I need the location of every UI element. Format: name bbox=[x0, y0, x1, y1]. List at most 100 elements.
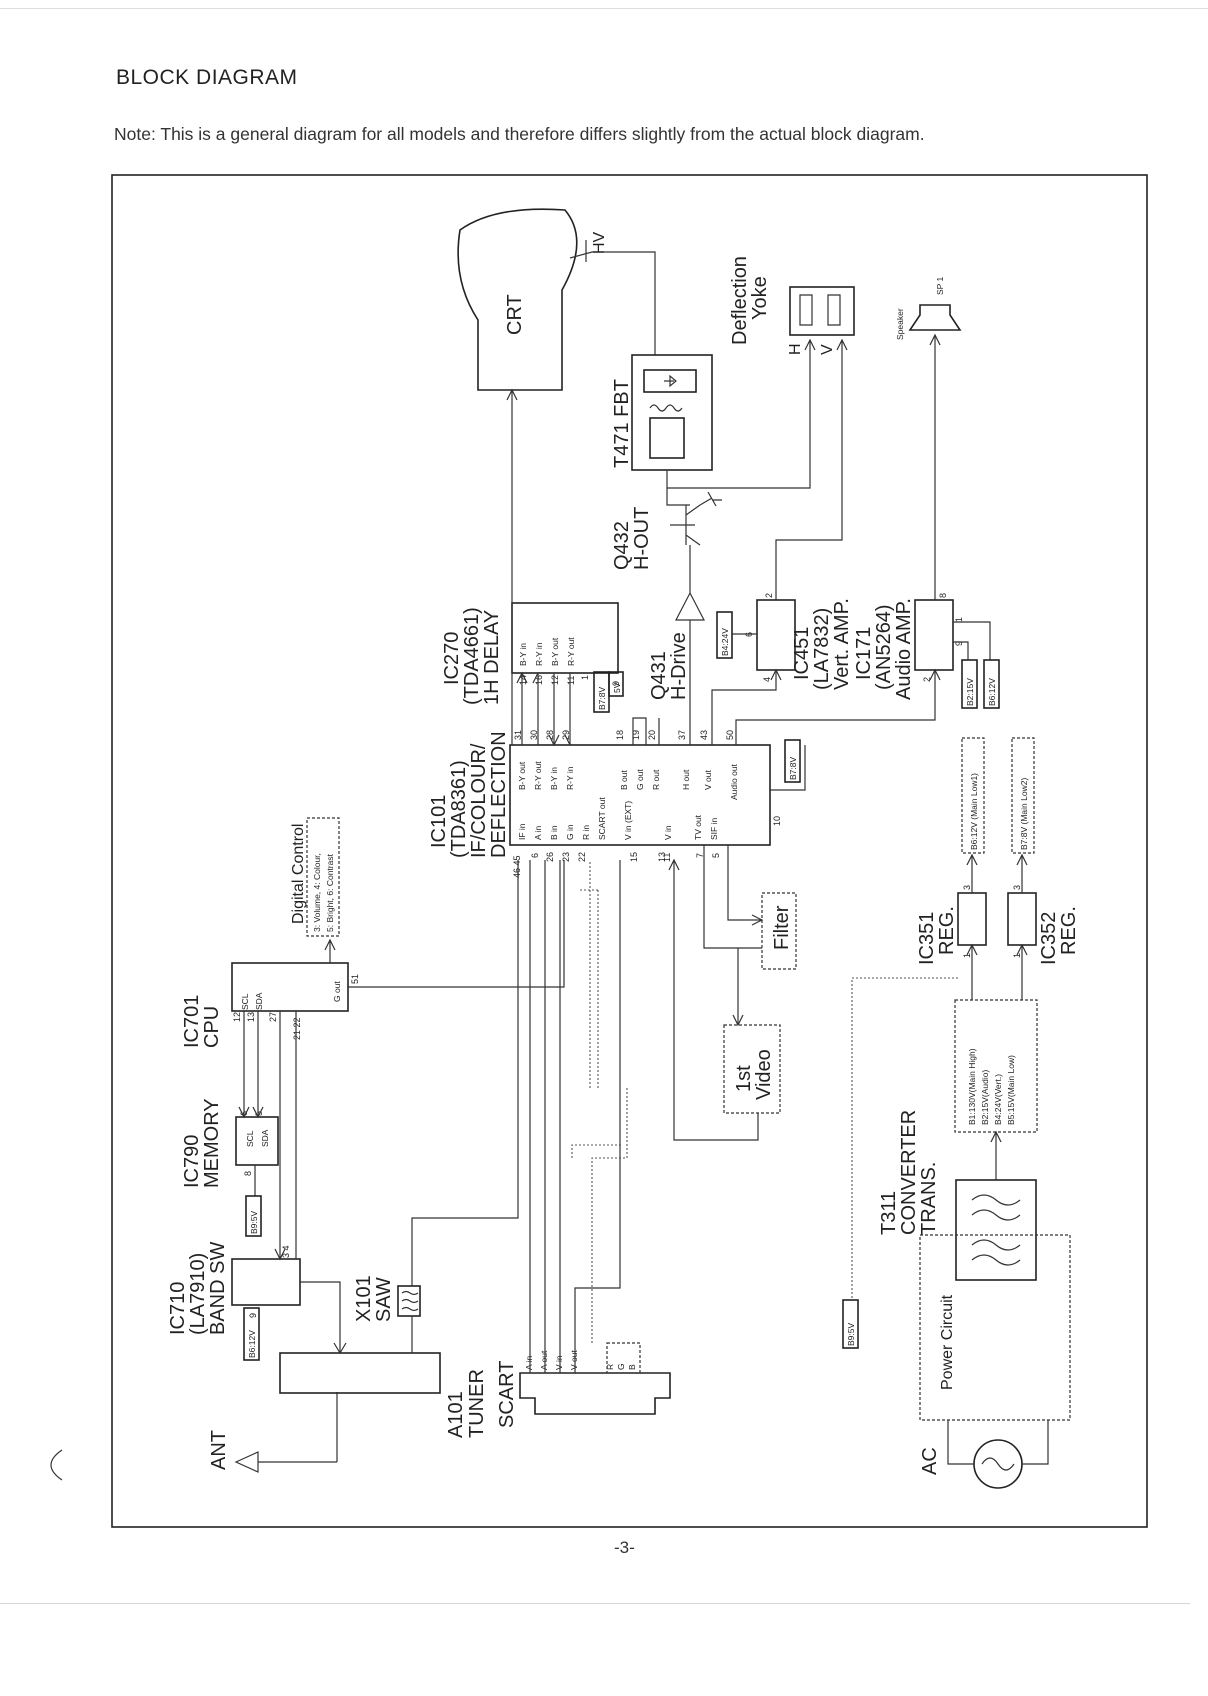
ic270-pin-11: 11 bbox=[566, 676, 576, 685]
ic101-pin-4645: 46 45 bbox=[512, 855, 522, 878]
wire-scart-v-out bbox=[574, 860, 621, 1373]
speaker-label: Speaker bbox=[895, 308, 905, 340]
audio-amp-name: Audio AMP. bbox=[893, 598, 915, 700]
b2-15v-label: B2:15V bbox=[965, 678, 975, 706]
ic101-block bbox=[509, 744, 771, 846]
cpu-scl: SCL bbox=[240, 993, 250, 1010]
video-1st-block bbox=[723, 1024, 781, 1114]
scan-mark-left bbox=[50, 1449, 63, 1481]
ic270-pin-12: 12 bbox=[550, 675, 560, 685]
b6-12v-tag-audio bbox=[983, 659, 1000, 709]
ac-sine-icon bbox=[981, 1457, 1015, 1471]
power-circuit-label: Power Circuit bbox=[939, 1294, 956, 1390]
main-low1-label: B6:12V (Main Low1) bbox=[969, 773, 979, 850]
filter-block bbox=[761, 892, 797, 970]
h-drive-ref: Q431 bbox=[648, 651, 670, 700]
filter-label: Filter bbox=[771, 905, 793, 950]
arrow-ic101-ic270 bbox=[516, 671, 571, 747]
digital-control-line2: 5: Bright, 6: Contrast bbox=[325, 853, 335, 932]
cpu-pin-27: 27 bbox=[268, 1012, 278, 1022]
b2-15v-tag bbox=[961, 659, 978, 709]
wire-ic101-audio bbox=[735, 670, 936, 745]
ic101-pin-11: 11 bbox=[662, 853, 672, 862]
v5-tag-ic270 bbox=[608, 671, 624, 697]
wire-ic101-supply bbox=[770, 745, 806, 791]
arrow-v-yoke bbox=[836, 338, 848, 351]
h-drive-amp-icon bbox=[675, 591, 705, 621]
ic101-v-in-ext: V in (EXT) bbox=[623, 801, 633, 840]
ic101-part: (TDA8361) bbox=[448, 760, 470, 858]
ic270-pin-16: 16 bbox=[534, 675, 544, 685]
wire-ac-power bbox=[947, 1420, 1049, 1465]
reg2-ref: IC352 bbox=[1038, 912, 1060, 965]
ic101-b-in: B in bbox=[549, 825, 559, 840]
ic101-a-in: A in bbox=[533, 826, 543, 840]
audio-pin-9: 9 bbox=[954, 641, 964, 646]
fbt-block bbox=[631, 354, 713, 471]
converter-name: CONVERTER bbox=[898, 1110, 920, 1235]
cpu-name: CPU bbox=[201, 1006, 223, 1048]
ic270-part: (TDA4661) bbox=[461, 607, 483, 705]
wire-cpu-gout bbox=[348, 860, 565, 988]
b4-24v-tag bbox=[716, 611, 733, 659]
arrow-ic101-audio bbox=[929, 668, 941, 681]
speaker-icon bbox=[908, 304, 962, 331]
vert-pin-2: 2 bbox=[764, 593, 774, 598]
yoke-label1: Deflection bbox=[729, 256, 751, 345]
cpu-sda: SDA bbox=[254, 992, 264, 1010]
tuner-name: TUNER bbox=[466, 1369, 488, 1438]
audio-amp-ref: IC171 bbox=[853, 627, 875, 680]
converter-name2: TRANS. bbox=[918, 1162, 940, 1235]
band-sw-ref: IC710 bbox=[167, 1282, 189, 1335]
ic101-pin-43: 43 bbox=[699, 730, 709, 740]
scart-pin-a-in: A in bbox=[524, 1356, 534, 1370]
ic101-sif-in: SIF in bbox=[709, 818, 719, 840]
ic270-by-out: B-Y out bbox=[550, 637, 560, 666]
arrow-cpu-bandsw bbox=[274, 1248, 286, 1261]
arrow-ic101-crt bbox=[506, 388, 518, 401]
fbt-diode-icon bbox=[664, 374, 677, 388]
saw-block bbox=[397, 1285, 421, 1317]
antenna-icon bbox=[234, 1392, 338, 1473]
wire-scart-rgb-2 bbox=[571, 1144, 622, 1158]
scart-pin-g: G bbox=[616, 1363, 626, 1370]
hv-connector bbox=[569, 240, 593, 262]
main-low1-box bbox=[961, 737, 985, 854]
ic101-pin-31: 31 bbox=[513, 730, 523, 740]
ic101-v-in: V in bbox=[663, 825, 673, 840]
wire-h-yoke bbox=[667, 340, 811, 489]
scart-pin-r: R bbox=[605, 1364, 615, 1370]
digital-control-line1: 3: Volume, 4: Colour, bbox=[312, 853, 322, 932]
wire-bandsw-tuner bbox=[300, 1281, 341, 1353]
arrow-ic101-vert bbox=[770, 668, 782, 681]
vert-amp-part: (LA7832) bbox=[811, 608, 833, 690]
scart-pin-v-out: V out bbox=[569, 1350, 579, 1370]
arrow-bandsw-tuner bbox=[333, 1342, 347, 1355]
wire-ic101-filter bbox=[727, 845, 762, 921]
wire-cpu-memory-i2c bbox=[243, 1011, 259, 1117]
reg2-pin-1: 1 bbox=[1012, 953, 1022, 958]
memory-block bbox=[235, 1116, 279, 1166]
scart-rgb-group bbox=[606, 1342, 641, 1374]
b6-12v-label: B6:12V bbox=[247, 1330, 257, 1358]
main-low2-label: B7:8V (Main Low2) bbox=[1019, 778, 1029, 850]
h-out-name: H-OUT bbox=[631, 507, 653, 570]
memory-pin-5: 5 bbox=[254, 1111, 264, 1116]
arrow-cpu-digital-control bbox=[324, 938, 336, 951]
yoke-block bbox=[789, 286, 855, 336]
memory-scl: SCL bbox=[245, 1130, 255, 1147]
vert-pin-4: 4 bbox=[762, 677, 772, 682]
fbt-label: T471 FBT bbox=[611, 379, 633, 468]
band-sw-block bbox=[231, 1258, 301, 1306]
b4-24v-label: B4:24V bbox=[720, 628, 730, 656]
vert-amp-name: Vert. AMP. bbox=[831, 598, 853, 690]
ic101-pin-15: 15 bbox=[629, 852, 639, 862]
page-number: -3- bbox=[614, 1538, 635, 1557]
ic101-pin-23: 23 bbox=[561, 852, 571, 862]
wire-ic101-rgb-out bbox=[632, 717, 660, 745]
h-out-transistor-icon bbox=[670, 504, 701, 546]
saw-filter-icon bbox=[401, 1290, 419, 1312]
ic101-h-out: H out bbox=[681, 769, 691, 790]
ic270-ry-in: R-Y in bbox=[534, 642, 544, 666]
wire-vert-yoke bbox=[775, 340, 843, 600]
